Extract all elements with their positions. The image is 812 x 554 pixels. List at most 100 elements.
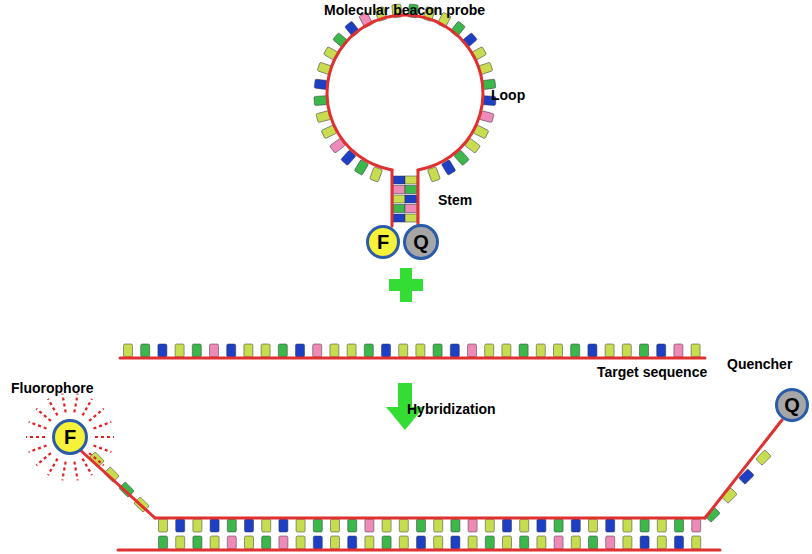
nucleotide-base — [468, 344, 477, 357]
nucleotide-base — [227, 344, 236, 357]
nucleotide-base — [245, 536, 254, 549]
emission-ray — [93, 422, 111, 428]
nucleotide-base — [416, 344, 425, 357]
nucleotide-base — [450, 344, 459, 357]
probe-arm — [78, 448, 155, 518]
nucleotide-base — [503, 519, 512, 532]
nucleotide-base — [692, 519, 701, 532]
nucleotide-base — [227, 536, 236, 549]
nucleotide-base — [314, 96, 328, 106]
nucleotide-base — [348, 536, 357, 549]
nucleotide-base — [347, 344, 356, 357]
quencher-circle: Q — [775, 388, 809, 422]
nucleotide-base — [417, 536, 426, 549]
nucleotide-base — [210, 536, 219, 549]
nucleotide-base — [348, 519, 357, 532]
nucleotide-base — [313, 536, 322, 549]
nucleotide-base — [210, 344, 219, 357]
nucleotide-base — [657, 536, 666, 549]
nucleotide-base — [692, 536, 701, 549]
quencher-circle: Q — [403, 224, 439, 260]
nucleotide-base — [296, 519, 305, 532]
nucleotide-base — [606, 519, 615, 532]
nucleotide-base — [382, 344, 391, 357]
stem-base — [393, 205, 405, 213]
nucleotide-base — [571, 536, 580, 549]
nucleotide-base — [571, 519, 580, 532]
nucleotide-base — [640, 519, 649, 532]
probe-arm — [705, 420, 782, 518]
nucleotide-base — [503, 536, 512, 549]
quencher-label: Quencher — [727, 356, 792, 372]
nucleotide-base — [571, 344, 580, 357]
nucleotide-base — [588, 344, 597, 357]
nucleotide-base — [554, 344, 563, 357]
nucleotide-base — [192, 344, 201, 357]
nucleotide-base — [227, 519, 236, 532]
nucleotide-base — [331, 536, 340, 549]
nucleotide-base — [674, 344, 683, 357]
emission-ray — [95, 436, 114, 438]
emission-ray — [29, 422, 47, 428]
nucleotide-base — [296, 536, 305, 549]
nucleotide-base — [119, 482, 135, 498]
nucleotide-base — [433, 344, 442, 357]
circle-shape — [777, 390, 808, 421]
circle-shape — [405, 226, 438, 259]
nucleotide-base — [640, 344, 649, 357]
fluorophore-circle: F — [52, 419, 88, 455]
nucleotide-base — [261, 344, 270, 357]
stem-base — [405, 205, 417, 213]
loop-label: Loop — [491, 87, 525, 103]
stem-base — [393, 176, 405, 184]
nucleotide-base — [331, 519, 340, 532]
nucleotide-base — [519, 344, 528, 357]
nucleotide-base — [691, 344, 700, 357]
nucleotide-base — [537, 519, 546, 532]
nucleotide-base — [605, 344, 614, 357]
nucleotide-base — [279, 519, 288, 532]
nucleotide-base — [176, 536, 185, 549]
nucleotide-base — [589, 536, 598, 549]
nucleotide-base — [485, 536, 494, 549]
stem-base — [405, 176, 417, 184]
stem-strand — [391, 170, 394, 226]
nucleotide-base — [623, 519, 632, 532]
nucleotide-base — [313, 344, 322, 357]
nucleotide-base — [262, 519, 271, 532]
node-letter: Q — [413, 231, 429, 254]
nucleotide-base — [554, 519, 563, 532]
nucleotide-base — [622, 344, 631, 357]
emission-ray — [48, 459, 58, 475]
nucleotide-base — [279, 536, 288, 549]
nucleotide-base — [520, 536, 529, 549]
target-label: Target sequence — [597, 364, 707, 380]
plus-sign — [389, 279, 423, 291]
nucleotide-base — [365, 536, 374, 549]
stem-strand — [417, 170, 420, 226]
stem-label: Stem — [438, 192, 472, 208]
nucleotide-base — [606, 536, 615, 549]
nucleotide-base — [520, 519, 529, 532]
nucleotide-base — [175, 344, 184, 357]
node-letter: F — [377, 231, 389, 254]
emission-ray — [62, 394, 65, 413]
emission-ray — [74, 462, 77, 481]
nucleotide-base — [417, 519, 426, 532]
nucleotide-base — [451, 536, 460, 549]
nucleotide-base — [370, 167, 383, 182]
nucleotide-base — [296, 344, 305, 357]
nucleotide-base — [399, 519, 408, 532]
circle-shape — [368, 227, 399, 258]
nucleotide-base — [468, 536, 477, 549]
nucleotide-base — [640, 536, 649, 549]
nucleotide-base — [278, 344, 287, 357]
emission-ray — [89, 409, 104, 421]
loop-backbone — [327, 15, 483, 170]
nucleotide-base — [434, 536, 443, 549]
nucleotide-base — [485, 519, 494, 532]
nucleotide-base — [485, 344, 494, 357]
nucleotide-base — [262, 536, 271, 549]
emission-ray — [36, 409, 51, 421]
